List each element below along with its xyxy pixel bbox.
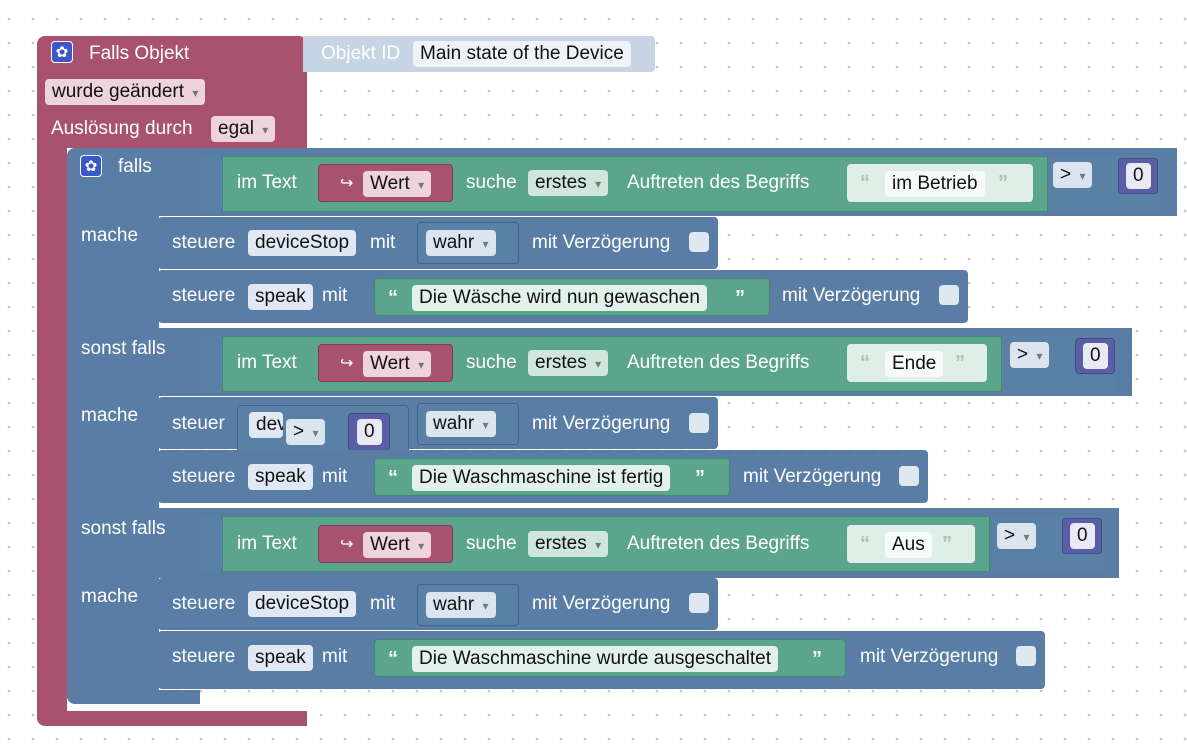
speak-text-2[interactable]: Die Waschmaschine ist fertig <box>412 465 671 491</box>
steuere-label: steuere <box>172 646 236 667</box>
mit-label: mit <box>370 232 396 253</box>
trigger-block-footer <box>37 711 307 726</box>
speak-text-3[interactable]: Die Waschmaschine wurde ausgeschaltet <box>412 646 779 672</box>
suche-label: suche <box>466 352 517 373</box>
mit-label: mit <box>322 285 348 306</box>
auftreten-label: Auftreten des Begriffs <box>627 533 810 554</box>
speak-text-1[interactable]: Die Wäsche wird nun gewaschen <box>412 285 707 311</box>
arrow-icon: ↪ <box>340 536 354 553</box>
im-text-label: im Text <box>237 533 297 554</box>
device-dropdown-1b[interactable]: speak <box>248 284 313 310</box>
delay-label: mit Verzögerung <box>860 646 999 667</box>
falls-label: falls <box>118 156 152 177</box>
im-text-label: im Text <box>237 352 297 373</box>
if-block-spine <box>67 148 159 704</box>
suche-label: suche <box>466 172 517 193</box>
steuere-label: steuere <box>172 593 236 614</box>
sonst-falls-label-1: sonst falls <box>81 338 166 359</box>
device-dropdown-1a[interactable]: deviceStop <box>248 230 357 256</box>
erstes-dropdown[interactable]: erstes <box>528 170 609 196</box>
mache-label-1: mache <box>81 225 139 246</box>
device-dropdown-3a[interactable]: deviceStop <box>248 591 357 617</box>
operator-dropdown-1[interactable]: > <box>1053 162 1093 188</box>
bool-dropdown-2a[interactable]: wahr <box>426 411 496 437</box>
quote-close-icon: ” <box>942 533 952 555</box>
quote-open-icon: “ <box>388 648 398 670</box>
search-term-3[interactable]: Aus <box>885 532 932 558</box>
quote-open-icon: “ <box>388 287 398 309</box>
number-value-1[interactable]: 0 <box>1126 163 1151 189</box>
delay-checkbox-1a[interactable] <box>689 232 709 252</box>
suche-label: suche <box>466 533 517 554</box>
wert-dropdown[interactable]: Wert <box>363 171 432 197</box>
delay-label: mit Verzögerung <box>532 413 671 434</box>
erstes-dropdown[interactable]: erstes <box>528 531 609 557</box>
dragged-device-field[interactable]: dev <box>249 412 283 438</box>
bool-dropdown-3a[interactable]: wahr <box>426 592 496 618</box>
quote-close-icon: ” <box>695 467 705 489</box>
delay-checkbox-3b[interactable] <box>1016 646 1036 666</box>
triggered-by-dropdown[interactable]: egal <box>211 116 276 142</box>
quote-open-icon: “ <box>860 172 870 194</box>
device-dropdown-2b[interactable]: speak <box>248 464 313 490</box>
delay-checkbox-3a[interactable] <box>689 593 709 613</box>
operator-dropdown-3[interactable]: > <box>997 523 1037 549</box>
number-value-2[interactable]: 0 <box>1083 343 1108 369</box>
wert-dropdown[interactable]: Wert <box>363 532 432 558</box>
erstes-dropdown[interactable]: erstes <box>528 350 609 376</box>
mache-label-2: mache <box>81 405 139 426</box>
auftreten-label: Auftreten des Begriffs <box>627 352 810 373</box>
object-id-label: Objekt ID <box>321 43 401 64</box>
delay-label: mit Verzögerung <box>743 466 882 487</box>
dragged-number-value[interactable]: 0 <box>357 419 382 445</box>
quote-close-icon: ” <box>955 352 965 374</box>
condition-dropdown[interactable]: wurde geändert <box>45 79 206 105</box>
wert-dropdown[interactable]: Wert <box>363 351 432 377</box>
sonst-falls-label-2: sonst falls <box>81 518 166 539</box>
delay-label: mit Verzögerung <box>532 232 671 253</box>
steuere-label-partial: steuer <box>172 413 225 434</box>
trigger-title: Falls Objekt <box>89 43 190 64</box>
bool-dropdown-1a[interactable]: wahr <box>426 230 496 256</box>
dragged-operator-dropdown[interactable]: > <box>286 419 326 445</box>
if-gear-icon[interactable]: ✿ <box>80 155 102 177</box>
search-term-1[interactable]: im Betrieb <box>885 171 985 197</box>
if-block-footer <box>67 690 200 704</box>
triggered-by-label: Auslösung durch <box>51 118 193 139</box>
delay-checkbox-2b[interactable] <box>899 466 919 486</box>
object-id-value[interactable]: Main state of the Device <box>413 41 631 67</box>
mache-label-3: mache <box>81 586 139 607</box>
mit-label: mit <box>322 466 348 487</box>
steuere-label: steuere <box>172 232 236 253</box>
auftreten-label: Auftreten des Begriffs <box>627 172 810 193</box>
quote-open-icon: “ <box>860 533 870 555</box>
search-term-2[interactable]: Ende <box>885 351 944 377</box>
mit-label: mit <box>322 646 348 667</box>
operator-dropdown-2[interactable]: > <box>1010 342 1050 368</box>
quote-close-icon: ” <box>735 287 745 309</box>
delay-checkbox-2a[interactable] <box>689 413 709 433</box>
mit-label: mit <box>370 593 396 614</box>
steuere-label: steuere <box>172 466 236 487</box>
quote-open-icon: “ <box>388 467 398 489</box>
quote-close-icon: ” <box>812 648 822 670</box>
arrow-icon: ↪ <box>340 355 354 372</box>
number-value-3[interactable]: 0 <box>1070 523 1095 549</box>
trigger-block-spine <box>37 140 67 712</box>
im-text-label: im Text <box>237 172 297 193</box>
delay-label: mit Verzögerung <box>782 285 921 306</box>
steuere-label: steuere <box>172 285 236 306</box>
delay-checkbox-1b[interactable] <box>939 285 959 305</box>
arrow-icon: ↪ <box>340 175 354 192</box>
quote-close-icon: ” <box>998 172 1008 194</box>
device-dropdown-3b[interactable]: speak <box>248 645 313 671</box>
settings-gear-icon[interactable]: ✿ <box>51 41 73 63</box>
quote-open-icon: “ <box>860 352 870 374</box>
delay-label: mit Verzögerung <box>532 593 671 614</box>
